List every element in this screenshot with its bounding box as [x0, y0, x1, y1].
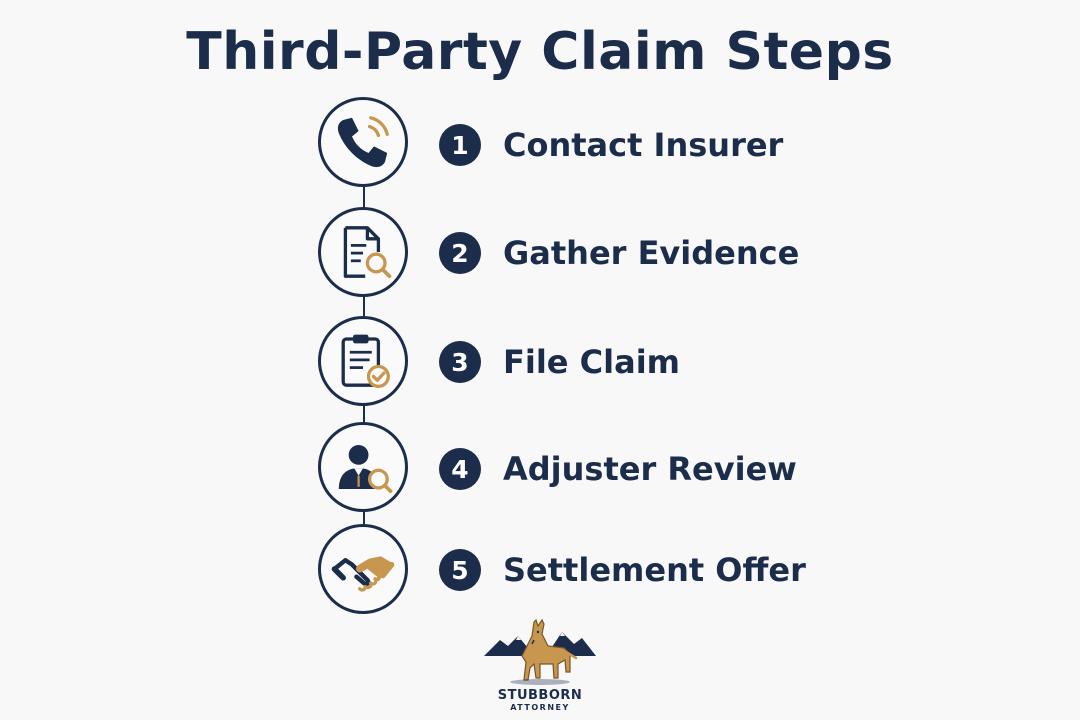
step-1-number: 1 [439, 124, 481, 166]
brand-name: STUBBORN [497, 688, 583, 703]
step-2-circle [318, 207, 408, 297]
step-1-circle [318, 97, 408, 187]
step-3-label: File Claim [503, 343, 680, 381]
document-search-icon [343, 226, 392, 279]
phone-icon [337, 116, 389, 168]
step-4-circle [318, 422, 408, 512]
step-2-number: 2 [439, 232, 481, 274]
step-5-number: 5 [439, 549, 481, 591]
page-title: Third-Party Claim Steps [186, 22, 894, 82]
step-5-label: Settlement Offer [503, 551, 806, 589]
step-4-label: Adjuster Review [503, 450, 797, 488]
brand-subtitle: ATTORNEY [510, 703, 570, 712]
step-1-label: Contact Insurer [503, 126, 784, 164]
person-search-icon [338, 445, 393, 494]
donkey-mountain-logo [484, 618, 596, 685]
step-5-circle [318, 524, 408, 614]
handshake-icon [331, 556, 395, 592]
clipboard-check-icon [341, 334, 390, 388]
step-3-number: 3 [439, 341, 481, 383]
step-3-circle [318, 316, 408, 406]
brand-logo: STUBBORN ATTORNEY [470, 612, 610, 716]
step-2-label: Gather Evidence [503, 234, 800, 272]
step-4-number: 4 [439, 448, 481, 490]
